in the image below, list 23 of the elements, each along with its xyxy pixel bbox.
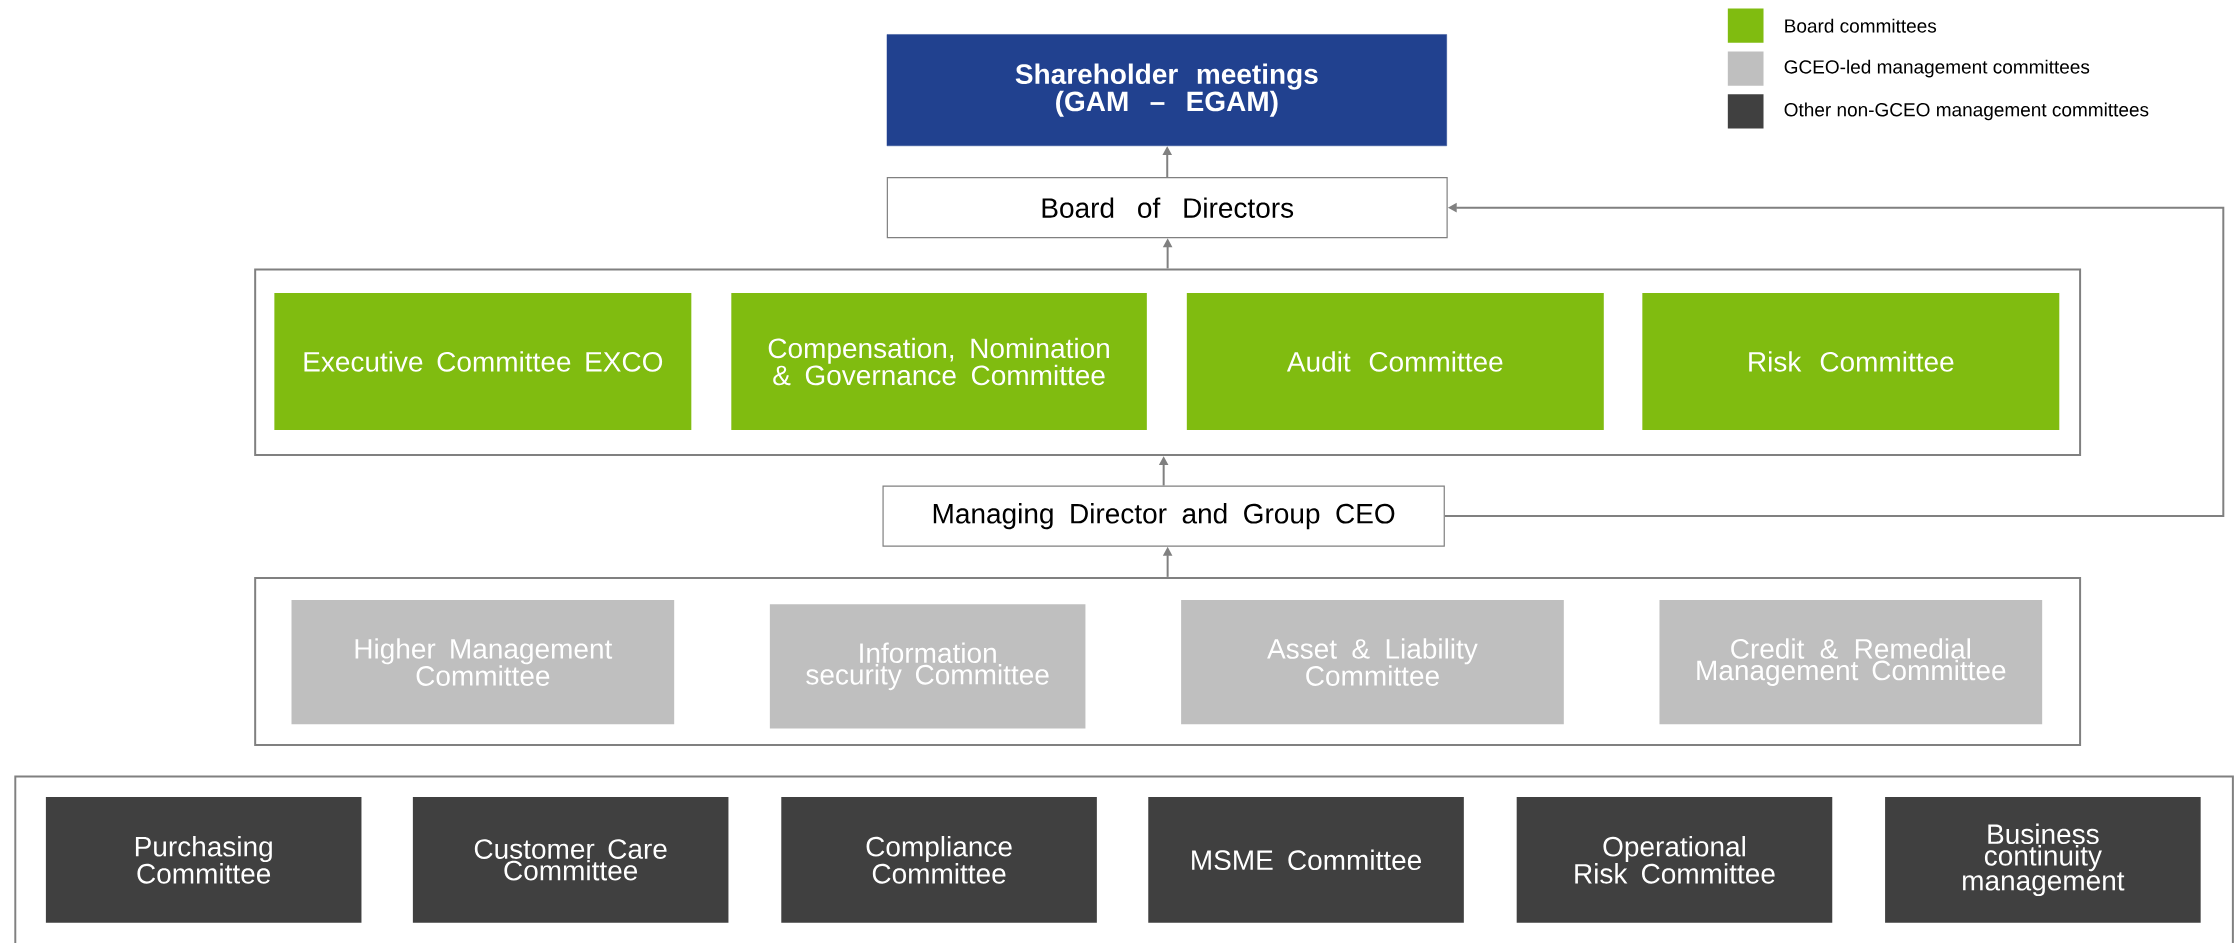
role-box: Managing Director and Group CEO bbox=[882, 485, 1445, 547]
committee-box: Business continuity management bbox=[1885, 797, 2201, 923]
committee-box: Operational Risk Committee bbox=[1516, 797, 1833, 923]
committee-box: Information security Committee bbox=[769, 604, 1086, 729]
committee-box: Audit Committee bbox=[1186, 292, 1604, 430]
committee-box: Higher Management Committee bbox=[291, 599, 675, 725]
committee-box: Risk Committee bbox=[1642, 292, 2060, 430]
group-frame bbox=[254, 576, 2082, 746]
committee-box: Compensation, Nomination & Governance Committee bbox=[731, 292, 1147, 430]
committee-box: Purchasing Committee bbox=[45, 797, 362, 923]
legend-label: Board committees bbox=[1785, 18, 1937, 33]
committee-box: Executive Committee EXCO bbox=[274, 292, 692, 430]
committee-box: Compliance Committee bbox=[781, 797, 1097, 923]
group-frame bbox=[254, 268, 2082, 457]
header-box: Shareholder meetings (GAM – EGAM) bbox=[886, 34, 1447, 147]
committee-box: Credit & Remedial Management Committee bbox=[1659, 599, 2043, 725]
legend-label: Other non-GCEO management committees bbox=[1784, 102, 2149, 121]
role-box: Board of Directors bbox=[886, 177, 1448, 239]
committee-box: Asset & Liability Committee bbox=[1181, 599, 1564, 725]
committee-box: MSME Committee bbox=[1148, 797, 1464, 923]
legend-label: GCEO-led management committees bbox=[1784, 59, 2090, 78]
group-frame bbox=[14, 775, 2234, 943]
committee-box: Customer Care Committee bbox=[412, 797, 729, 923]
